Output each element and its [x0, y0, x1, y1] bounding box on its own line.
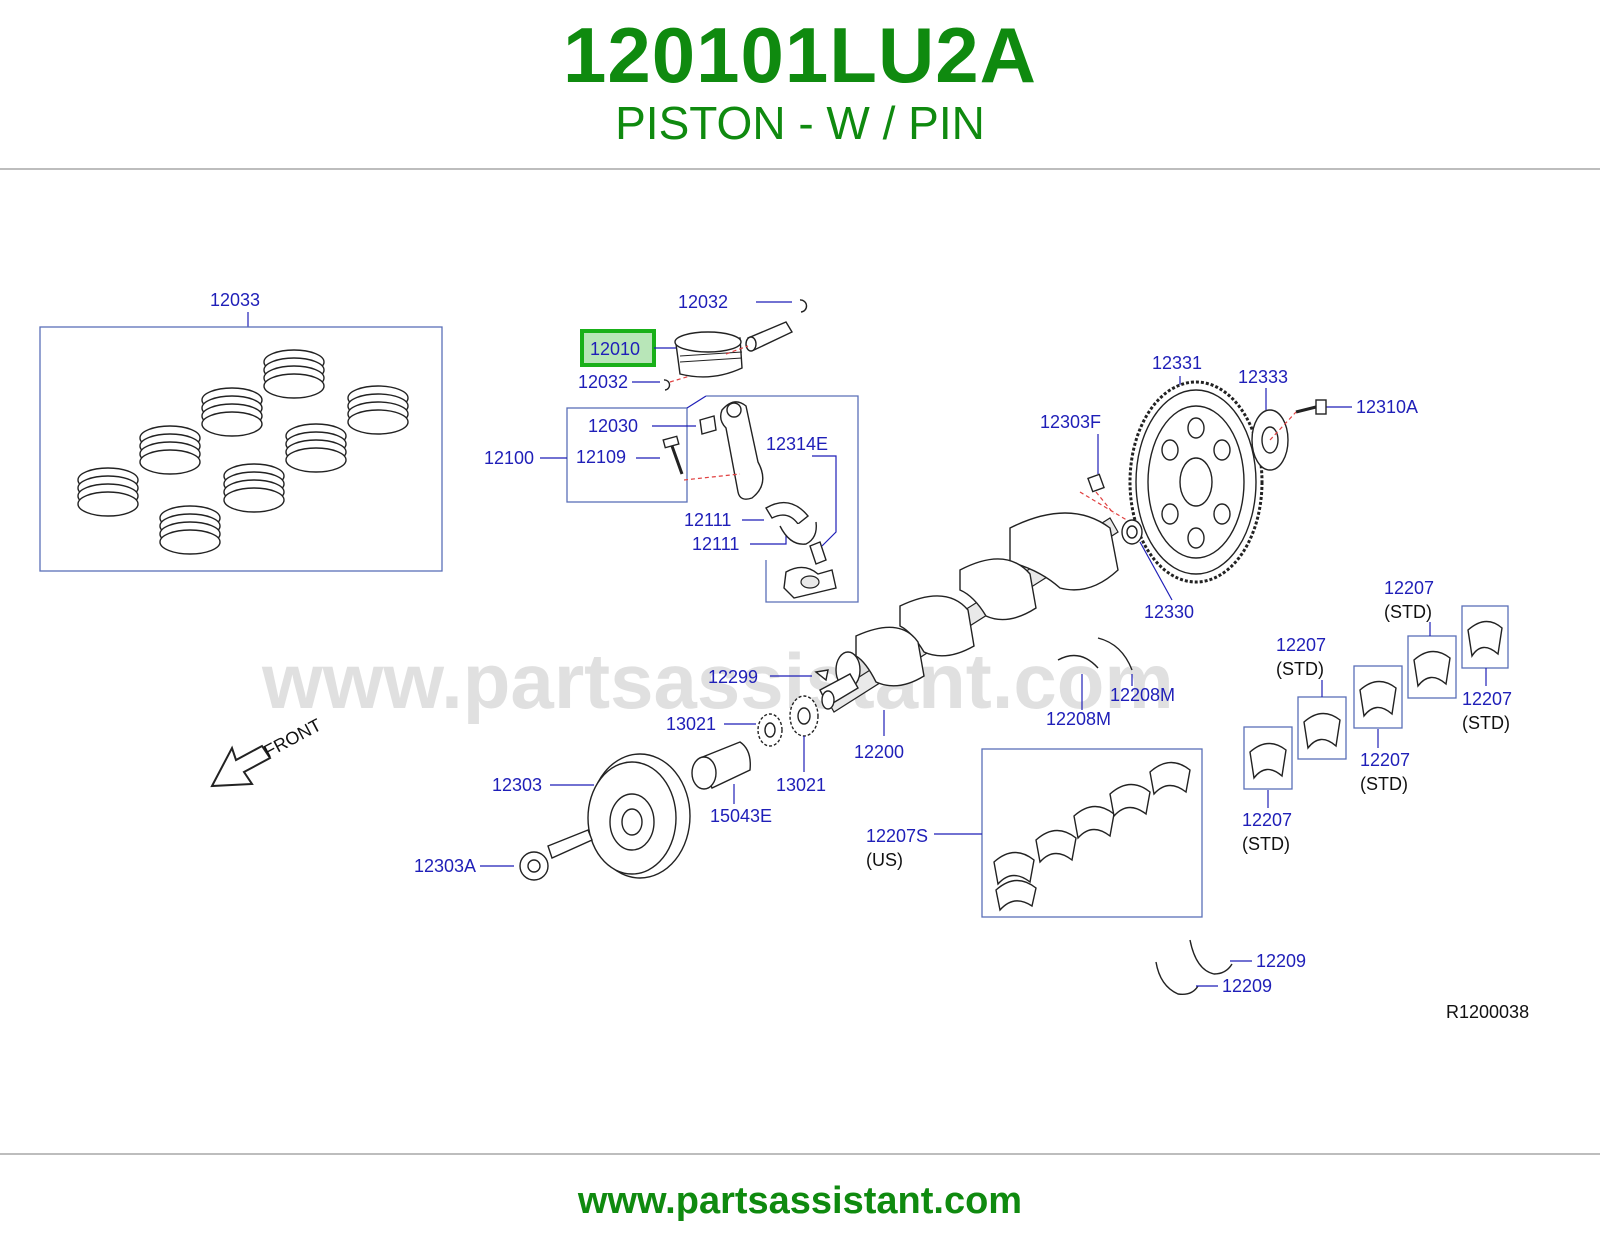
label-12331[interactable]: 12331	[1152, 353, 1202, 373]
label-12207-a[interactable]: 12207	[1242, 810, 1292, 830]
main-bearing-std-2	[1297, 696, 1347, 760]
part-description: PISTON - W / PIN	[615, 97, 985, 149]
header-divider	[0, 168, 1600, 170]
piston-rings-icon	[77, 349, 409, 555]
woodruff-key-icon	[814, 669, 829, 682]
label-us-qualifier: (US)	[866, 850, 903, 870]
label-12111-upper[interactable]: 12111	[684, 510, 731, 530]
label-12310A[interactable]: 12310A	[1356, 397, 1418, 417]
label-12032-top[interactable]: 12032	[678, 292, 728, 312]
crank-sprocket-icon-1	[757, 713, 783, 747]
crank-sprocket-icon-2	[789, 695, 819, 737]
label-12111-lower[interactable]: 12111	[692, 534, 739, 554]
main-bearing-std-3	[1353, 665, 1403, 729]
piston-icon	[674, 331, 743, 378]
main-bearing-set-box	[981, 748, 1203, 918]
watermark-text: www.partsassistant.com	[261, 637, 1174, 725]
label-12303F[interactable]: 12303F	[1040, 412, 1101, 432]
exploded-parts-diagram: www.partsassistant.com 12033 12032 12010…	[0, 270, 1600, 1060]
pilot-bushing-icon	[1087, 473, 1105, 493]
label-12207-d[interactable]: 12207	[1384, 578, 1434, 598]
thrust-bearing-icon-1	[1057, 654, 1099, 669]
ring-set-box	[39, 326, 443, 572]
flywheel-icon	[1128, 380, 1264, 584]
label-std-c: (STD)	[1360, 774, 1408, 794]
label-12207S[interactable]: 12207S	[866, 826, 928, 846]
page-header: 120101LU2A PISTON - W / PIN	[0, 0, 1600, 170]
crank-seal-icon	[1121, 519, 1143, 545]
label-13021-right[interactable]: 13021	[776, 775, 826, 795]
main-bearing-std-4	[1407, 635, 1457, 699]
label-std-a: (STD)	[1242, 834, 1290, 854]
thrust-washer-icon-1	[1189, 939, 1233, 975]
front-direction-arrow-icon	[210, 744, 272, 788]
label-std-e: (STD)	[1462, 713, 1510, 733]
part-number-title: 120101LU2A	[563, 11, 1037, 99]
flywheel-bolt-icon	[1295, 399, 1327, 415]
label-12333[interactable]: 12333	[1238, 367, 1288, 387]
label-12010-selected[interactable]: 12010	[590, 339, 640, 359]
diagram-reference-code: R1200038	[1446, 1002, 1529, 1022]
crankshaft-icon	[819, 512, 1119, 713]
label-12208M-right[interactable]: 12208M	[1110, 685, 1175, 705]
rod-cap-icon	[783, 566, 837, 599]
label-12314E[interactable]: 12314E	[766, 434, 828, 454]
snap-ring-icon-2	[663, 379, 671, 391]
main-bearing-shells-icon	[993, 761, 1191, 912]
label-12207-b[interactable]: 12207	[1276, 635, 1326, 655]
footer-divider	[0, 1153, 1600, 1155]
thrust-washer-icon-2	[1155, 961, 1199, 996]
snap-ring-icon	[799, 299, 808, 313]
label-std-d: (STD)	[1384, 602, 1432, 622]
label-std-b: (STD)	[1276, 659, 1324, 679]
label-12303A[interactable]: 12303A	[414, 856, 476, 876]
thrust-bearing-icon-2	[1097, 637, 1133, 671]
label-12032-bottom[interactable]: 12032	[578, 372, 628, 392]
rod-bolt-icon	[662, 435, 684, 475]
label-12207-c[interactable]: 12207	[1360, 750, 1410, 770]
rod-bearing-lower-icon	[779, 521, 817, 545]
crank-pulley-icon	[587, 753, 691, 879]
label-12100[interactable]: 12100	[484, 448, 534, 468]
label-12030[interactable]: 12030	[588, 416, 638, 436]
highlight-box-12010	[580, 329, 656, 367]
label-12330[interactable]: 12330	[1144, 602, 1194, 622]
label-12299[interactable]: 12299	[708, 667, 758, 687]
conrod-group-box	[566, 407, 688, 503]
diagram-svg: www.partsassistant.com 12033 12032 12010…	[39, 290, 1529, 1022]
label-12303[interactable]: 12303	[492, 775, 542, 795]
label-12207-e[interactable]: 12207	[1462, 689, 1512, 709]
piston-pin-icon	[745, 321, 793, 352]
label-13021-left[interactable]: 13021	[666, 714, 716, 734]
connecting-rod-icon	[719, 401, 764, 500]
label-12208M-left[interactable]: 12208M	[1046, 709, 1111, 729]
rod-bearing-upper-icon	[765, 501, 809, 526]
oil-pump-drive-spacer-icon	[691, 741, 751, 790]
label-12109[interactable]: 12109	[576, 447, 626, 467]
main-bearing-std-5	[1461, 605, 1509, 669]
label-15043E[interactable]: 15043E	[710, 806, 772, 826]
pin-bushing-icon	[699, 415, 717, 435]
label-12209-upper[interactable]: 12209	[1256, 951, 1306, 971]
dowel-pin-icon	[809, 541, 827, 565]
pulley-bolt-icon	[519, 829, 593, 881]
label-12200[interactable]: 12200	[854, 742, 904, 762]
footer-website-link[interactable]: www.partsassistant.com	[577, 1180, 1023, 1222]
label-12033[interactable]: 12033	[210, 290, 260, 310]
label-12209-lower[interactable]: 12209	[1222, 976, 1272, 996]
main-bearing-std-1	[1243, 726, 1293, 790]
